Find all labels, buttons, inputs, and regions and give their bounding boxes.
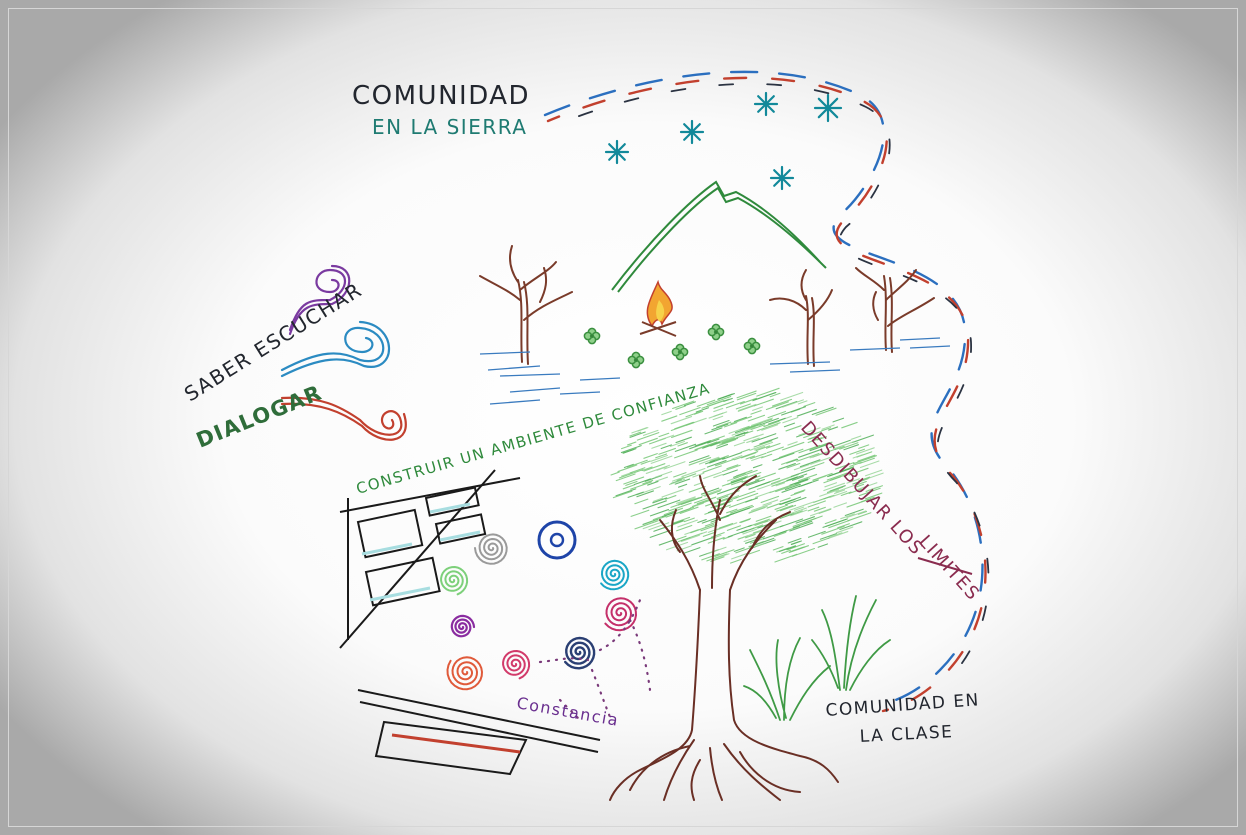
bare-trees [479,245,935,367]
snowflake-icon [813,93,843,123]
grass-clump [743,595,891,721]
spiral-icon [474,533,508,565]
spiral-icon [604,597,638,632]
spiral-icon [446,656,484,691]
snowflake-icon [769,165,795,191]
dotted-lines [538,598,652,724]
clover-icon [627,351,645,369]
campfire-icon [639,279,677,337]
clover-icon [583,327,601,345]
clover-icon [671,343,689,361]
mountain-drawing [611,180,827,293]
label-comunidad-sierra: COMUNIDAD EN LA SIERRA [352,81,530,139]
spiral-icon [564,636,596,670]
tree-canopy [610,387,884,564]
snowflake-icon [753,91,779,117]
spiral-icon [502,649,531,680]
snowflake-icon [679,119,705,145]
spiral-icon [450,614,476,638]
label-comunidad-clase: COMUNIDAD EN LA CLASE [825,690,980,747]
label-saber-escuchar: SABER ESCUCHAR [180,277,366,406]
clase-title-line1: COMUNIDAD EN [825,690,980,721]
strike-line [917,557,973,575]
classroom-board [339,469,601,776]
clover-icon [743,337,761,355]
clase-title-line2: LA CLASE [859,722,954,747]
snowflake-icons [604,91,843,191]
spiral-icon [600,559,630,591]
dashed-path [543,70,990,713]
ground-lines [479,337,951,405]
sierra-title-line1: COMUNIDAD [352,81,530,111]
label-constancia: Constancia [515,693,620,730]
board-highlights [361,502,481,602]
clover-icon [707,323,725,341]
eraser-red-line [391,733,521,754]
wind-swirls [280,264,407,441]
spiral-icon [440,565,469,596]
spiral-circles [440,520,638,691]
clover-flowers [583,323,761,369]
sierra-title-line2: EN LA SIERRA [372,115,528,139]
tree-trunk [609,475,839,801]
snowflake-icon [604,139,630,165]
target-icon [537,520,577,560]
